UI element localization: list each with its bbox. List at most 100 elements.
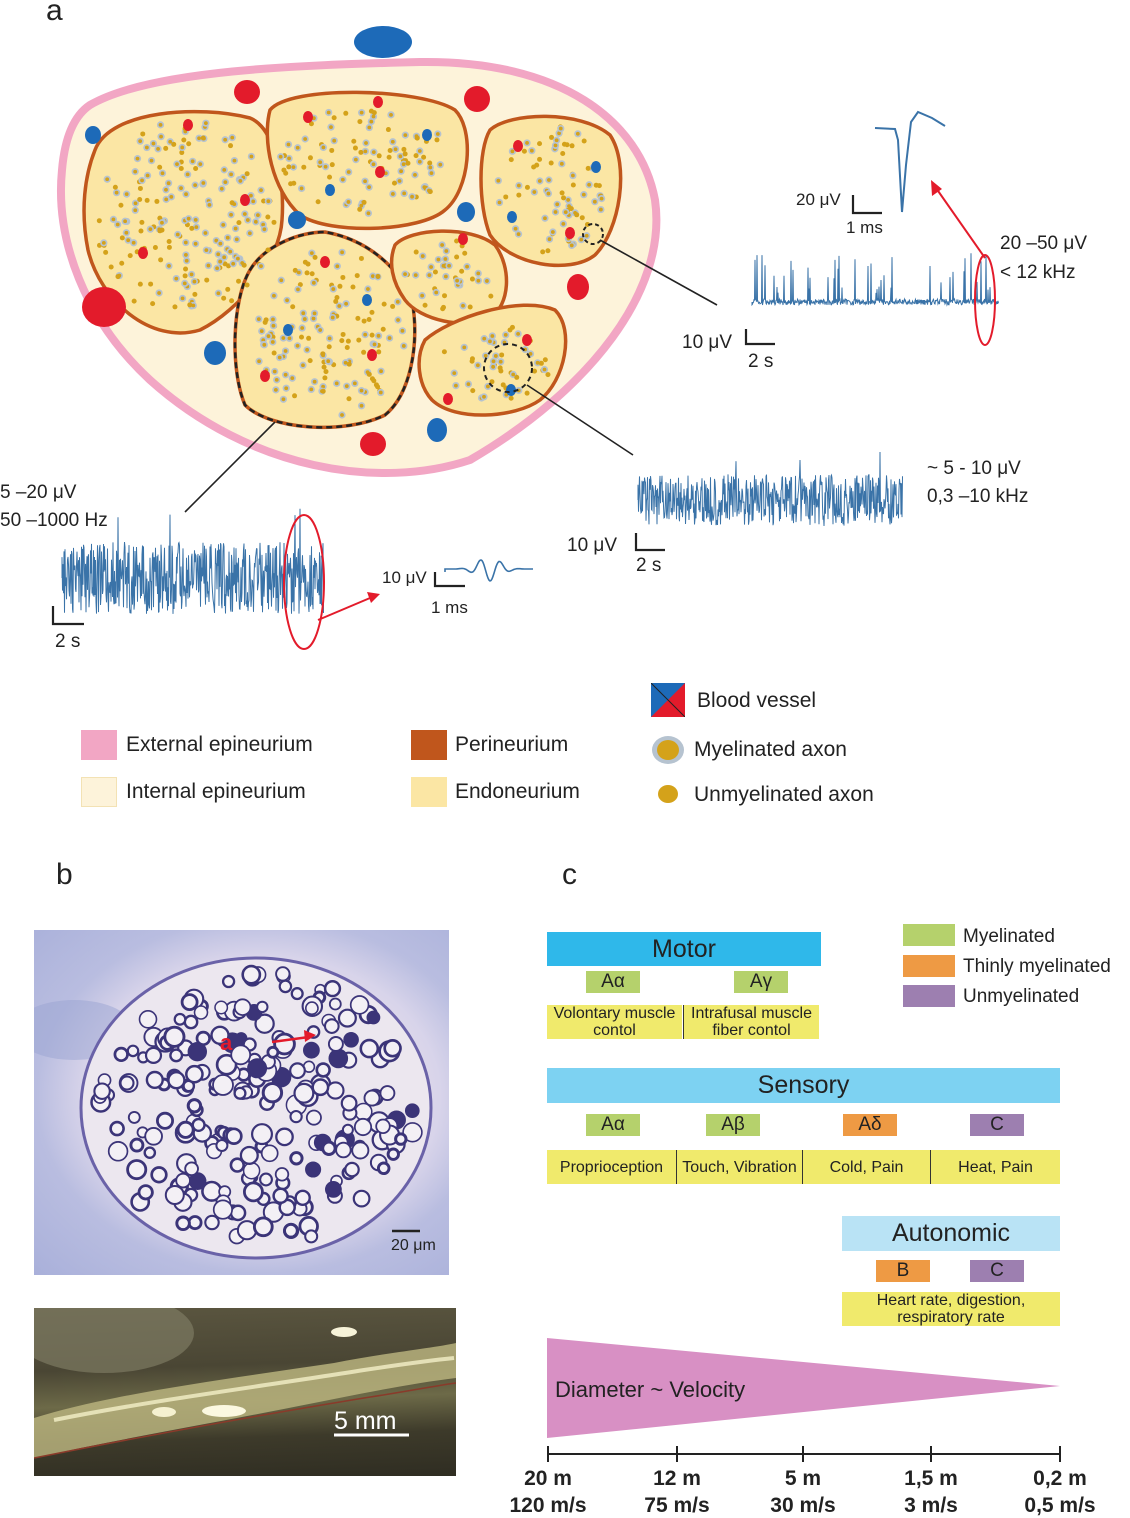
unmyelinated-axon [357,119,363,125]
unmyelinated-axon [596,183,602,189]
unmyelinated-axon [222,261,228,267]
axon-core [353,157,358,162]
axon-core [214,238,219,243]
myelinated-fiber [242,1181,264,1203]
unmyelinated-axon [290,304,296,310]
inset-y-scale-label: 10 μV [382,568,427,587]
blood-vessel [506,384,516,396]
axon-core [485,279,489,283]
unmyelinated-axon [144,197,150,203]
unmyelinated-axon [405,160,411,166]
axon-core [207,202,212,207]
unmyelinated-axon [271,219,277,225]
unmyelinated-axon [225,286,231,292]
axon-core [287,336,292,341]
blood-vessel [591,161,601,173]
axon-core [105,177,110,182]
myelinated-fiber [252,1216,274,1238]
axon-core [420,254,425,258]
axon-core [203,231,208,235]
blood-vessel [507,211,517,223]
unmyelinated-axon [380,326,386,332]
axon-core [429,265,433,269]
unmyelinated-axon [391,180,397,186]
arrowhead [367,592,380,603]
autonomic-header: Autonomic [842,1216,1060,1251]
myelinated-fiber [225,1127,243,1145]
axon-group [96,96,606,419]
fiber-chip-a-delta: Aδ [843,1114,897,1136]
unmyelinated-axon [140,131,146,137]
axon-core [272,369,277,374]
highlight-arrow [935,187,986,259]
unmyelinated-axon [327,174,333,180]
axon-core [272,293,276,298]
axon-core [553,210,558,214]
axon-core [476,278,481,283]
unmyelinated-axon [561,141,567,147]
blood-vessel [183,119,193,131]
myelinated-fiber [324,1180,342,1198]
signal-path [61,508,324,614]
axon-core [584,233,589,238]
unmyelinated-axon [570,182,576,188]
unmyelinated-axon [309,271,315,277]
axon-core [271,317,275,322]
unmyelinated-axon [344,345,350,351]
axon-core [498,359,503,364]
axon-core [402,191,407,196]
blood-vessel [354,26,412,58]
axon-core [296,287,300,292]
axon-core [453,383,458,388]
unmyelinated-axon [421,154,427,160]
highlight-ellipse [283,514,325,650]
diameter-velocity-axis [547,1338,1061,1462]
unmyelinated-axon [354,273,360,279]
myelinated-fiber [304,1229,319,1244]
fiber-chip-c: C [970,1260,1024,1282]
unmyelinated-axon [182,273,188,279]
signal-trace-multiunit [637,451,903,527]
unmyelinated-axon [323,369,329,375]
axon-core [455,278,460,283]
fiber-chip-a-alpha: Aα [586,1114,640,1136]
fascicle [265,90,469,231]
axon-core [352,381,357,386]
axon-core [194,225,199,230]
axon-core [497,200,502,205]
function-cell: Cold, Pain [803,1150,930,1184]
unmyelinated-axon [322,375,328,381]
axon-core [318,160,323,165]
axon-core [436,257,441,262]
axon-core [547,178,551,182]
axon-core [553,143,558,148]
axon-core [295,145,300,150]
unmyelinated-axon [320,388,326,394]
unmyelinated-axon [228,143,234,149]
unmyelinated-axon [422,302,428,308]
unmyelinated-axon [158,257,164,263]
axon-core [273,387,278,392]
axon-core [221,222,226,227]
axon-core [599,196,604,201]
axon-core [401,344,406,348]
blood-vessel [82,287,126,327]
axon-core [575,131,580,136]
myelinated-fiber [304,1001,319,1016]
myelinated-fiber [359,1038,380,1059]
axon-core [359,110,364,115]
axon-core [397,179,402,183]
myelinated-fiber [204,1214,220,1231]
axon-core [390,139,395,144]
myelinated-fiber [163,1025,186,1048]
axon-core [366,211,371,216]
axon-core [219,186,224,191]
compound-waveform [444,559,533,582]
unmyelinated-axon [509,324,515,330]
myelinated-fiber [214,1000,229,1015]
axon-core [452,371,457,376]
myelinated-fiber [341,1123,354,1136]
scale-bar [744,329,775,346]
myelinated-fiber [289,1062,306,1080]
